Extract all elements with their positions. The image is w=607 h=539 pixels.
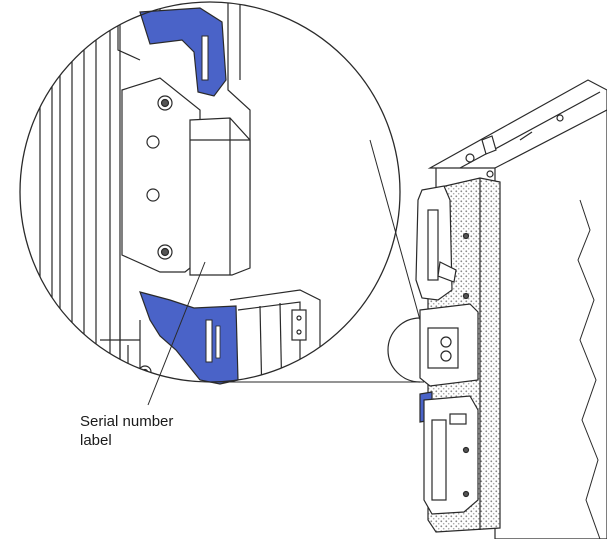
- callout-line-2: label: [80, 432, 112, 449]
- bottom-latch-handle: [139, 291, 239, 385]
- callout-line-1: Serial number: [80, 413, 174, 430]
- callout-leader-line: [147, 261, 206, 406]
- serial-number-label-callout: Serial number label: [80, 412, 173, 450]
- magnified-detail: [19, 1, 401, 385]
- zoom-indicator-arc: [387, 317, 421, 383]
- blade-server: [415, 79, 607, 539]
- zoom-connector-lines: [210, 139, 424, 383]
